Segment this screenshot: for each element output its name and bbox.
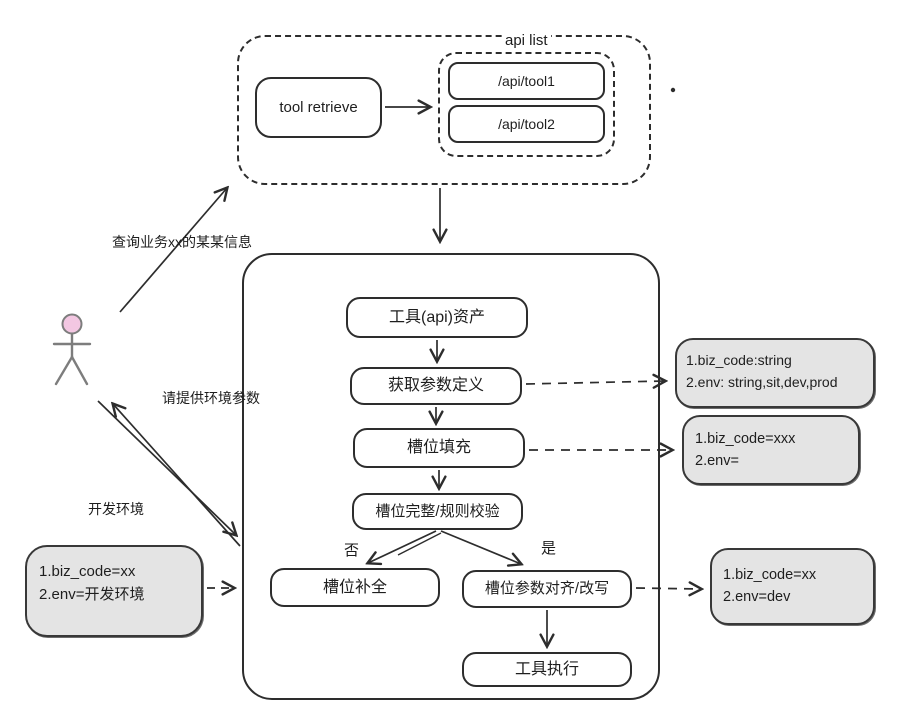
actor-query-label: 查询业务xx的某某信息 [112, 234, 252, 250]
note-final-values: 1.biz_code=xx 2.env=dev [710, 548, 875, 625]
branch-yes-label: 是 [541, 540, 557, 557]
api-tool1-label: /api/tool1 [498, 72, 555, 89]
note-dev-input-line1: 1.biz_code=xx [39, 563, 136, 580]
slot-align-node: 槽位参数对齐/改写 [462, 570, 632, 608]
note-param-schema: 1.biz_code:string 2.env: string,sit,dev,… [675, 338, 875, 408]
dev-env-label: 开发环境 [88, 501, 144, 517]
note-slot-values: 1.biz_code=xxx 2.env= [682, 415, 860, 485]
arrow-align-to-result-note [635, 588, 701, 589]
api-tool2-label: /api/tool2 [498, 115, 555, 132]
slot-check-node: 槽位完整/规则校验 [352, 493, 523, 530]
note-param-schema-line1: 1.biz_code:string [686, 352, 792, 368]
slot-completion-node: 槽位补全 [270, 568, 440, 607]
note-slot-values-line2: 2.env= [695, 453, 739, 469]
note-dev-input-line2: 2.env=开发环境 [39, 586, 145, 603]
note-slot-values-line1: 1.biz_code=xxx [695, 431, 796, 447]
note-final-values-line1: 1.biz_code=xx [723, 567, 817, 583]
get-param-def-label: 获取参数定义 [387, 377, 484, 395]
tool-retrieve-label: tool retrieve [279, 98, 358, 116]
branch-no-label: 否 [344, 542, 360, 559]
actor-figure [52, 313, 92, 386]
arrow-check-no-branch [368, 530, 437, 563]
tool-exec-label: 工具执行 [514, 660, 579, 678]
slot-align-label: 槽位参数对齐/改写 [484, 580, 610, 597]
slot-completion-label: 槽位补全 [322, 578, 387, 596]
note-dev-input: 1.biz_code=xx 2.env=开发环境 [25, 545, 203, 637]
stray-dot [670, 87, 676, 93]
main-flow-container [242, 253, 660, 700]
api-tool1-node: /api/tool1 [448, 62, 605, 100]
arrow-paramdef-to-schema-note [525, 381, 665, 384]
get-param-def-node: 获取参数定义 [350, 367, 522, 405]
actor-head [61, 313, 83, 335]
tool-asset-node: 工具(api)资产 [346, 297, 528, 338]
slot-filling-node: 槽位填充 [353, 428, 525, 468]
env-request-label: 请提供环境参数 [162, 390, 260, 406]
note-final-values-line2: 2.env=dev [723, 589, 791, 605]
arrow-check-no-branch-sketch [397, 532, 442, 556]
arrow-main-to-actor [113, 404, 241, 547]
api-tool2-node: /api/tool2 [448, 105, 605, 143]
tool-retrieve-node: tool retrieve [255, 77, 382, 138]
retrieval-group-container [237, 35, 651, 185]
api-list-title: api list [502, 32, 551, 49]
arrow-actor-to-retrieval [119, 188, 227, 313]
arrow-actor-to-main [97, 400, 236, 535]
tool-asset-label: 工具(api)资产 [388, 308, 485, 326]
arrow-check-yes-branch [440, 530, 521, 564]
api-list-container [438, 52, 615, 157]
tool-exec-node: 工具执行 [462, 652, 632, 687]
note-param-schema-line2: 2.env: string,sit,dev,prod [686, 374, 838, 390]
slot-filling-label: 槽位填充 [406, 439, 471, 457]
slot-check-label: 槽位完整/规则校验 [375, 502, 500, 520]
